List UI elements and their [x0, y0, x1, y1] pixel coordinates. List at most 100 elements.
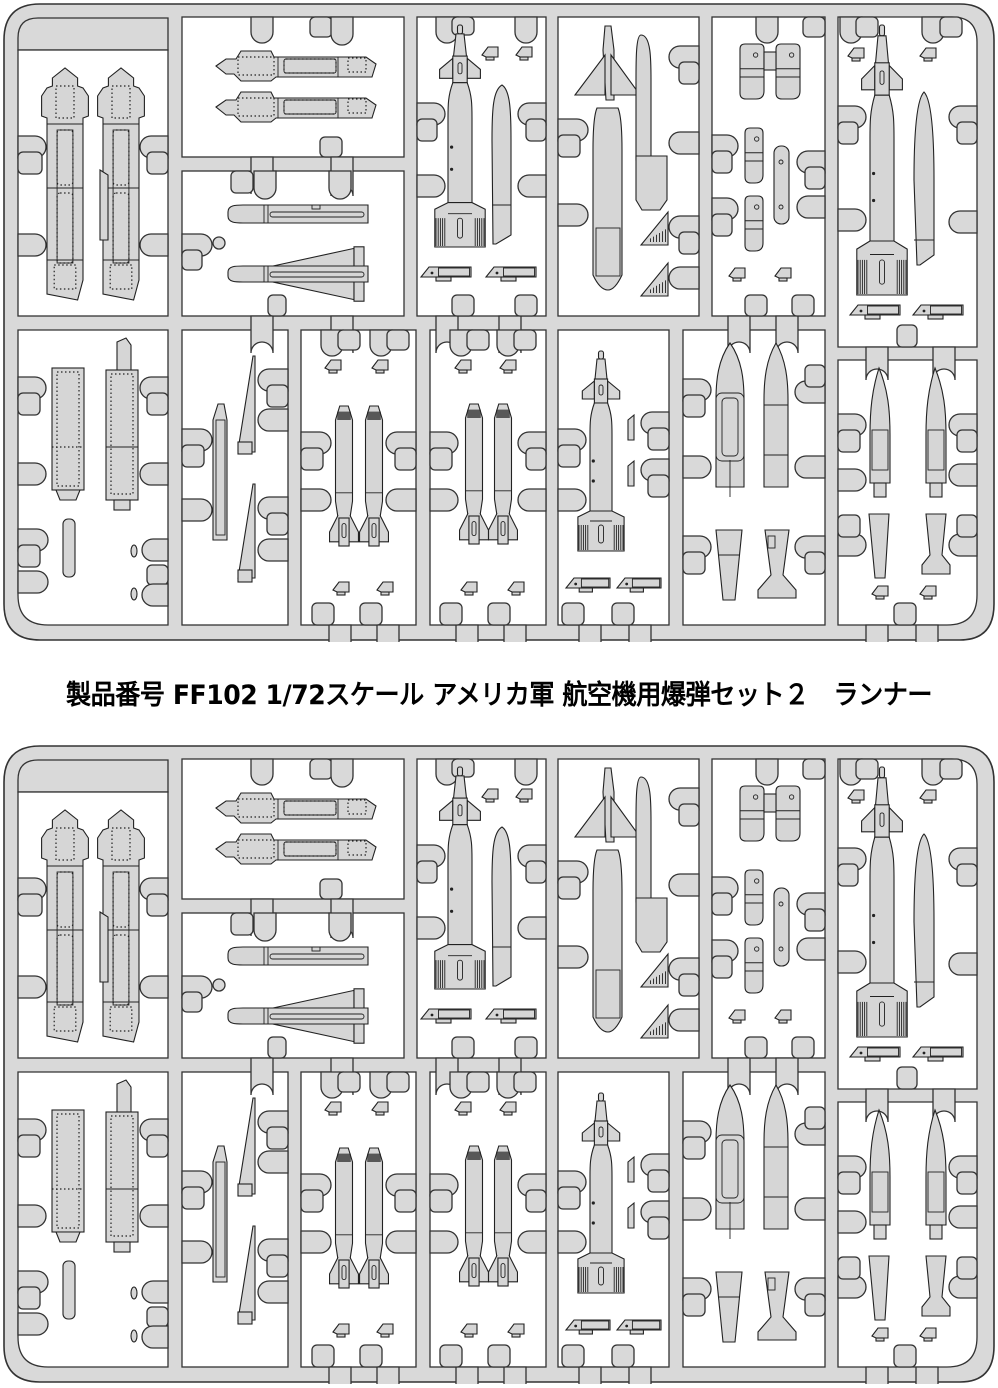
sprue-gate	[948, 952, 978, 976]
sprue-block	[711, 955, 733, 979]
sprue-block	[956, 863, 978, 887]
sprue-block	[557, 134, 581, 158]
bomb-pod-upper	[215, 792, 377, 824]
sprue-gate	[557, 488, 587, 512]
sprue-block	[802, 16, 826, 38]
sprue-gate	[328, 912, 352, 942]
tail-kit	[635, 155, 668, 211]
bomb-rack-left	[41, 67, 89, 301]
sprue-gate	[17, 233, 47, 257]
runner-sprue-2-drawing	[3, 745, 995, 1388]
fin-small	[332, 1323, 350, 1338]
fin-small	[376, 1323, 394, 1338]
runner-caption: 製品番号 FF102 1/72スケール アメリカ軍 航空機用爆弾セット２ ランナ…	[35, 668, 963, 716]
sprue-gate	[948, 1205, 978, 1229]
sprue-gate	[557, 945, 589, 969]
bomb-body	[334, 1147, 354, 1261]
sprue-gate	[682, 1197, 712, 1221]
sprue-gate	[257, 408, 289, 432]
bomb-body-half	[913, 833, 935, 1008]
sprue-block	[561, 602, 585, 626]
sprue-gate	[837, 208, 867, 232]
sprue-gate	[17, 1204, 47, 1228]
sprue-gate	[330, 758, 354, 788]
sprue-gate	[755, 16, 779, 44]
sprue-gate	[330, 16, 354, 46]
missile-body	[227, 204, 369, 224]
bomb-body	[869, 94, 895, 242]
sprue-block	[896, 324, 918, 348]
sprue-gate	[514, 758, 538, 786]
fin-small	[871, 585, 889, 600]
fin-small	[627, 413, 635, 441]
pylon-adapter	[739, 43, 765, 100]
sprue-block	[711, 213, 733, 237]
cell-K	[429, 1071, 547, 1368]
sprue-gate	[796, 195, 826, 219]
sprue-gate	[915, 1366, 939, 1388]
sprue-block	[416, 118, 438, 142]
sprue-block	[837, 121, 859, 145]
sprue-label-tab	[17, 759, 169, 793]
sprue-block	[525, 1189, 547, 1213]
laser-guided-bomb	[856, 24, 908, 296]
sprue-block	[837, 863, 859, 887]
sprue-gate	[17, 1312, 49, 1336]
sprue-block	[311, 1344, 335, 1368]
sprue-block	[896, 1066, 918, 1090]
bomb-tail-cone-finned	[757, 529, 797, 599]
cell-A	[17, 49, 169, 317]
fin-small	[774, 1009, 792, 1024]
sprue-gate	[628, 624, 652, 665]
sprue-block	[181, 249, 203, 271]
tail-kit	[434, 202, 486, 248]
rack-body	[41, 809, 89, 1043]
runner-sprue-1	[0, 0, 998, 665]
bomb-tail-cone	[715, 1271, 743, 1343]
bomb-body	[464, 403, 484, 517]
runner-sprue-2	[0, 742, 998, 1388]
fin-small	[371, 1101, 389, 1116]
sprue-block	[359, 602, 383, 626]
sprue-block	[487, 1344, 511, 1368]
sprue-block	[557, 444, 581, 468]
sprue-gate	[250, 758, 274, 786]
bomb-rack-left	[41, 809, 89, 1043]
pylon-adapter	[744, 195, 764, 252]
missile-body-plain	[227, 946, 369, 966]
fin-small	[454, 1101, 472, 1116]
sprue-block	[146, 564, 169, 586]
sprue-block	[300, 1189, 324, 1213]
pylon-adapter	[744, 937, 764, 994]
multiple-ejector-rack	[105, 1079, 139, 1253]
sprue-block	[266, 1254, 289, 1278]
sprue-block	[181, 444, 205, 468]
tail-fin-tray	[419, 266, 472, 282]
fin-small	[919, 1327, 937, 1342]
seeker-tip	[878, 766, 886, 779]
sprue-gate	[253, 170, 277, 200]
runner-sprue-1-drawing	[3, 3, 995, 665]
delta-wing	[610, 795, 642, 838]
sprue-gate	[517, 1230, 547, 1254]
fin-small	[507, 581, 525, 596]
sprue-gate	[257, 1280, 289, 1304]
low-drag-bomb	[488, 403, 518, 545]
sprue-block	[429, 1189, 453, 1213]
bomb-pod-lower	[215, 833, 377, 865]
sprue-block	[394, 1189, 417, 1213]
bomb-tail-cone-finned	[921, 513, 951, 575]
sprue-block	[647, 1169, 670, 1193]
low-drag-bomb	[359, 405, 389, 547]
sprue-block	[230, 912, 254, 936]
sprue-block	[956, 1171, 978, 1195]
seeker-tip	[456, 24, 464, 35]
sprue-gate	[455, 624, 479, 665]
fin-small	[371, 359, 389, 374]
sprue-gate	[416, 174, 446, 198]
sprue-block	[647, 427, 670, 451]
rack-body	[97, 67, 145, 301]
sprue-block	[266, 384, 289, 408]
sprue-gate	[257, 1150, 289, 1174]
sprue-block	[557, 1186, 581, 1210]
